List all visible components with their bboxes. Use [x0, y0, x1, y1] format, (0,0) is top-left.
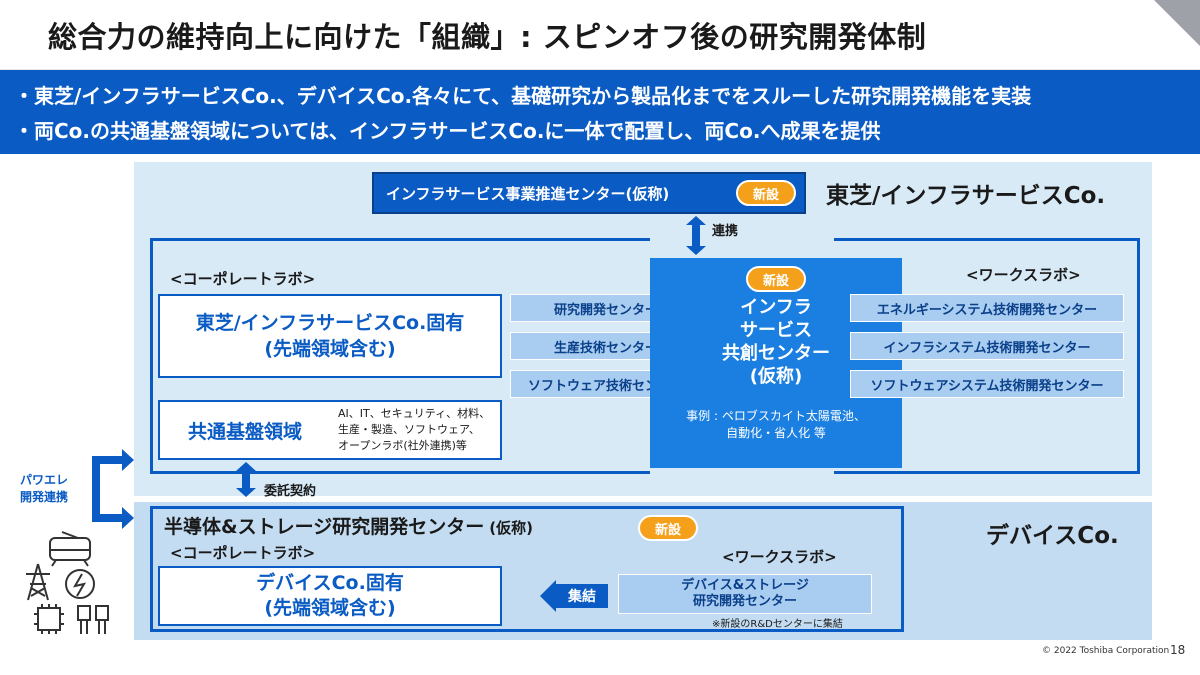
new-badge: 新設	[736, 180, 796, 206]
cocreation-center-name: インフラ サービス 共創センター (仮称)	[650, 296, 902, 388]
summary-banner: ・東芝/インフラサービスCo.、デバイスCo.各々にて、基礎研究から製品化までを…	[0, 70, 1200, 154]
link-arrow-head-down	[686, 246, 706, 255]
power-link-label: パワエレ 開発連携	[14, 472, 74, 506]
summary-bullet-1: ・東芝/インフラサービスCo.、デバイスCo.各々にて、基礎研究から製品化までを…	[14, 84, 1032, 108]
cocreation-line-4: (仮称)	[749, 366, 803, 387]
page-number: 18	[1170, 643, 1186, 657]
power-arrow-head-bottom	[122, 507, 134, 529]
device-corporate-lab-heading: <コーポレートラボ>	[170, 544, 316, 562]
summary-bullet-2: ・両Co.の共通基盤領域については、インフラサービスCo.に一体で配置し、両Co…	[14, 119, 881, 143]
corner-decoration	[1154, 0, 1200, 46]
power-bracket-bottom	[92, 514, 122, 522]
common-detail-1: AI、IT、セキュリティ、材料、	[338, 407, 491, 420]
semi-center-label: 半導体&ストレージ研究開発センター	[164, 516, 485, 538]
power-bracket-vertical	[92, 456, 100, 522]
device-storage-line1: デバイス&ストレージ	[681, 578, 809, 593]
consolidate-label: 集結	[568, 589, 596, 605]
device-company-name: デバイスCo.	[986, 523, 1119, 549]
link-arrow-head-up	[686, 216, 706, 225]
infra-promo-center: インフラサービス事業推進センター(仮称)	[372, 172, 806, 214]
link-label: 連携	[712, 224, 739, 239]
infra-promo-center-label: インフラサービス事業推進センター(仮称)	[386, 184, 670, 203]
infra-system-center: インフラシステム技術開発センター	[850, 332, 1124, 360]
contract-arrow-head-down	[236, 488, 256, 497]
consolidate-note: ※新設のR&Dセンターに集結	[712, 619, 843, 630]
chip-icon	[34, 604, 64, 634]
transistor-icon	[77, 605, 109, 634]
cocreation-example-2: 自動化・省人化 等	[726, 426, 826, 440]
cocreation-line-3: 共創センター	[722, 343, 830, 364]
corporate-lab-heading: <コーポレートラボ>	[170, 270, 316, 288]
device-work-lab-heading: <ワークスラボ>	[722, 548, 837, 566]
power-icon	[65, 569, 95, 599]
common-detail-2: 生産・製造、ソフトウェア、	[338, 423, 480, 436]
semi-new-badge: 新設	[638, 515, 698, 541]
power-arrow-head-top	[122, 449, 134, 471]
power-bracket-top	[92, 456, 122, 464]
corporate-lab-frame	[150, 238, 650, 474]
power-link-line2: 開発連携	[19, 490, 68, 504]
icon-cluster	[26, 531, 109, 634]
infra-proprietary-line1: 東芝/インフラサービスCo.固有	[195, 312, 465, 334]
contract-label: 委託契約	[264, 484, 317, 499]
common-foundation-box: 共通基盤領域 AI、IT、セキュリティ、材料、 生産・製造、ソフトウェア、 オー…	[158, 400, 502, 460]
semi-center-frame	[150, 506, 904, 632]
infra-proprietary-box: 東芝/インフラサービスCo.固有 (先端領域含む)	[158, 294, 502, 378]
device-storage-line2: 研究開発センター	[692, 594, 797, 609]
common-foundation-details: AI、IT、セキュリティ、材料、 生産・製造、ソフトウェア、 オープンラボ(社外…	[338, 406, 490, 454]
train-icon	[49, 531, 91, 567]
consolidate-arrow: 集結	[556, 584, 608, 608]
device-proprietary-line1: デバイスCo.固有	[256, 572, 404, 594]
device-proprietary-line2: (先端領域含む)	[264, 597, 396, 619]
title-bar	[0, 0, 1200, 70]
cocreation-line-2: サービス	[740, 320, 812, 341]
footer-copyright: © 2022 Toshiba Corporation	[1042, 646, 1170, 656]
energy-system-center: エネルギーシステム技術開発センター	[850, 294, 1124, 322]
contract-arrow-shaft	[242, 470, 250, 488]
contract-arrow-head-up	[236, 462, 256, 471]
cocreation-example-1: 事例 : ペロブスカイト太陽電池、	[686, 409, 866, 423]
transmission-tower-icon	[26, 563, 50, 601]
device-proprietary-box: デバイスCo.固有 (先端領域含む)	[158, 566, 502, 626]
common-detail-3: オープンラボ(社外連携)等	[338, 439, 467, 452]
semi-center-suffix: (仮称)	[489, 519, 534, 537]
cocreation-new-badge: 新設	[746, 266, 806, 292]
consolidate-arrow-head	[540, 580, 556, 612]
semi-center-title: 半導体&ストレージ研究開発センター (仮称)	[164, 512, 533, 539]
cocreation-center: 新設 インフラ サービス 共創センター (仮称) 事例 : ペロブスカイト太陽電…	[650, 258, 902, 468]
work-lab-frame	[834, 238, 1140, 474]
software-system-center: ソフトウェアシステム技術開発センター	[850, 370, 1124, 398]
work-lab-heading: <ワークスラボ>	[966, 266, 1081, 284]
common-foundation-label: 共通基盤領域	[187, 420, 302, 443]
power-link-line1: パワエレ	[19, 473, 68, 487]
cocreation-example: 事例 : ペロブスカイト太陽電池、 自動化・省人化 等	[650, 408, 902, 442]
cocreation-line-1: インフラ	[740, 297, 812, 318]
infra-proprietary-line2: (先端領域含む)	[264, 338, 396, 360]
infra-company-name: 東芝/インフラサービスCo.	[826, 183, 1106, 209]
device-storage-rd-center: デバイス&ストレージ 研究開発センター	[618, 574, 872, 614]
page-title: 総合力の維持向上に向けた「組織」: スピンオフ後の研究開発体制	[48, 20, 927, 54]
link-arrow-shaft	[692, 224, 700, 246]
